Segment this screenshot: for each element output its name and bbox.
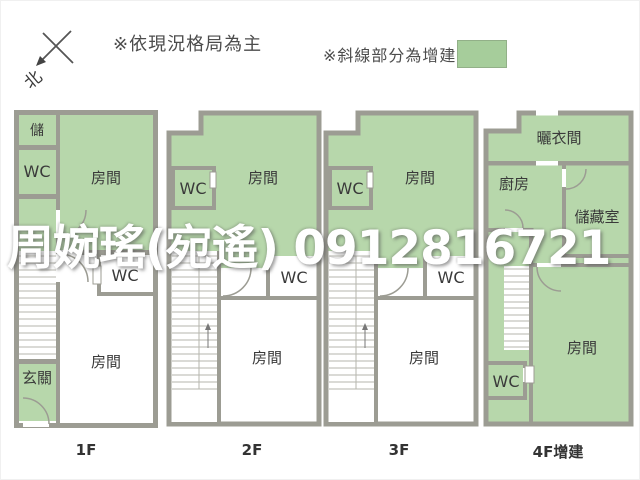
room-label-storeroom: 儲藏室 [574,208,619,226]
room-label-wc-mid: WC [112,266,139,285]
walls-3f [374,251,476,424]
room-label-wc-upper: WC [337,179,364,198]
room-label-room-bottom: 房間 [252,349,282,367]
room-label-room-top: 房間 [405,169,435,187]
stairs-3f [328,253,375,422]
door-openings-3f [366,171,409,297]
room-label-kitchen: 廚房 [499,175,529,193]
door-openings-2f [209,171,252,297]
floor-label-4f: 4F增建 [532,443,584,461]
room-label-room-top: 房間 [91,169,121,187]
compass-cross [36,30,74,66]
room-label-storage: 儲 [30,123,44,139]
floor-label-3f: 3F [388,441,410,459]
room-label-wc-upper: WC [180,179,207,198]
room-label-room-top: 房間 [248,169,278,187]
floor-plan-4f: 曬衣間 廚房 儲藏室 WC 房間 [483,110,634,427]
room-label-wc: WC [493,372,520,391]
compass-north-label: 北 [21,67,47,93]
room-label-entry: 玄關 [22,369,52,387]
door-openings-4f [504,110,587,384]
floor-plan-3f: WC 房間 WC 房間 [323,110,479,427]
note-addition: ※斜線部分為增建 [323,46,457,65]
compass-icon: 北 [21,30,74,93]
floor-label-2f: 2F [241,441,263,459]
room-label-wc-mid: WC [438,268,465,287]
room-label-wc-mid: WC [281,268,308,287]
room-label-room-bottom: 房間 [91,353,121,371]
stairs-4f [504,266,529,350]
floor-plan-1f: 儲 WC 房間 WC 房間 玄關 [14,110,158,428]
rooms-1f [19,115,153,421]
addition-legend-swatch [457,40,507,68]
rooms-2f [171,115,317,268]
walls-2f [217,251,319,424]
agent-watermark: 周婉瑤(宛遙) 0912816721 [7,221,611,276]
floor-plan-2f: WC 房間 WC 房間 [166,110,322,427]
rooms-3f [328,115,474,268]
room-label-room: 房間 [567,339,597,357]
note-current-layout: ※依現況格局為主 [113,34,263,55]
room-label-drying: 曬衣間 [536,129,581,147]
room-label-wc-upper: WC [24,162,51,181]
room-label-room-bottom: 房間 [409,349,439,367]
stairs-1f [19,251,56,359]
floor-label-1f: 1F [75,441,97,459]
stairs-2f [171,253,218,422]
